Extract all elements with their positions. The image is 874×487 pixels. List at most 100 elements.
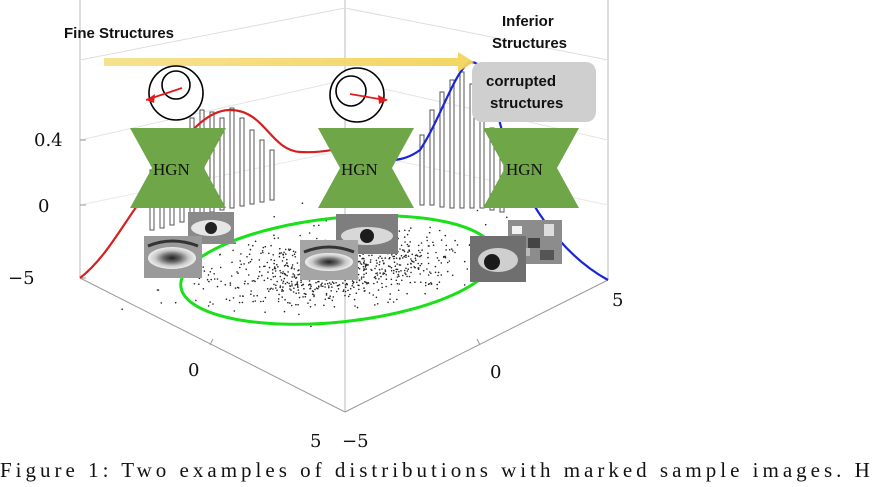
scatter-point <box>443 256 445 259</box>
scatter-point <box>385 278 388 281</box>
scatter-point <box>247 274 250 276</box>
scatter-point <box>253 295 255 297</box>
scatter-point <box>290 289 292 291</box>
scatter-point <box>258 275 260 278</box>
scatter-point <box>484 223 487 226</box>
scatter-point <box>407 255 410 257</box>
hgn-label-right: HGN <box>506 160 543 179</box>
scatter-point <box>409 281 412 284</box>
scatter-point <box>405 267 407 270</box>
scatter-point <box>398 283 401 285</box>
scatter-point <box>432 244 435 246</box>
scatter-point <box>349 287 352 290</box>
scatter-point <box>239 260 241 262</box>
scatter-point <box>253 279 255 282</box>
scatter-point <box>256 294 259 297</box>
scatter-point <box>417 255 419 257</box>
scatter-point <box>284 282 287 285</box>
scatter-point <box>284 273 286 276</box>
scatter-point <box>427 274 430 276</box>
scatter-point <box>279 275 282 278</box>
scatter-point <box>310 285 312 288</box>
scatter-point <box>282 256 285 259</box>
scatter-point <box>392 255 394 258</box>
scatter-point <box>333 306 336 308</box>
scatter-point <box>216 278 219 280</box>
scatter-point <box>303 292 306 295</box>
scatter-point <box>279 286 282 289</box>
scatter-point <box>437 271 440 274</box>
scatter-point <box>295 292 298 295</box>
scatter-point <box>307 284 310 286</box>
scatter-point <box>320 285 323 287</box>
scatter-point <box>237 287 240 289</box>
scatter-point <box>247 283 249 285</box>
scatter-point <box>407 251 409 253</box>
scatter-point <box>315 281 317 284</box>
scatter-point <box>365 281 367 284</box>
scatter-point <box>362 261 365 264</box>
scatter-point <box>406 275 408 278</box>
scatter-point <box>287 301 289 304</box>
scatter-point <box>434 265 437 268</box>
scatter-point <box>234 287 237 289</box>
scatter-point <box>281 260 284 262</box>
scatter-point <box>313 295 315 298</box>
scatter-point <box>272 276 275 278</box>
scatter-point <box>243 263 245 265</box>
scatter-point <box>390 278 393 281</box>
scatter-point <box>360 263 363 266</box>
scatter-point <box>438 229 441 232</box>
scatter-point <box>354 305 356 307</box>
scatter-point <box>268 290 270 293</box>
scatter-point <box>417 244 420 247</box>
scatter-point <box>349 293 351 296</box>
scatter-point <box>419 264 422 267</box>
scatter-point <box>376 281 379 283</box>
scatter-point <box>249 260 252 263</box>
scatter-point <box>331 281 334 283</box>
corrupted-label-line2: structures <box>490 95 563 112</box>
scatter-point <box>427 256 429 259</box>
scatter-point <box>347 289 349 292</box>
scatter-point <box>304 295 307 298</box>
eye-glyph-center <box>329 67 388 123</box>
scatter-point <box>311 290 314 292</box>
scatter-point <box>367 282 370 284</box>
scatter-point <box>415 254 418 256</box>
hgn-label-left: HGN <box>153 160 190 179</box>
scatter-point <box>284 248 287 251</box>
scatter-point <box>387 301 389 304</box>
scatter-point <box>415 259 417 262</box>
scatter-point <box>278 255 281 258</box>
scatter-point <box>273 262 275 265</box>
scatter-point <box>240 263 242 266</box>
scatter-point <box>272 272 274 274</box>
scatter-point <box>260 300 262 303</box>
scatter-point <box>239 266 241 269</box>
scatter-point <box>375 272 377 275</box>
scatter-point <box>297 289 300 291</box>
scatter-point <box>382 262 385 265</box>
scatter-point <box>440 274 443 276</box>
scatter-point <box>357 273 360 276</box>
scatter-point <box>331 286 333 288</box>
scatter-point <box>400 270 402 272</box>
scatter-point <box>278 293 280 296</box>
scatter-point <box>314 288 316 291</box>
figure-caption: Figure 1: Two examples of distributions … <box>0 458 874 482</box>
scatter-point <box>506 216 508 219</box>
scatter-point <box>324 283 326 285</box>
scatter-point <box>364 266 367 268</box>
scatter-point <box>414 281 416 284</box>
scatter-point <box>428 231 431 234</box>
scatter-point <box>407 263 409 266</box>
scatter-point <box>313 224 315 227</box>
scatter-point <box>195 299 197 302</box>
scatter-point <box>408 275 411 278</box>
scatter-point <box>353 286 355 289</box>
x-left-tick-0: 0 <box>188 360 199 381</box>
scatter-point <box>385 274 388 276</box>
scatter-point <box>258 259 261 261</box>
scatter-point <box>396 276 399 278</box>
